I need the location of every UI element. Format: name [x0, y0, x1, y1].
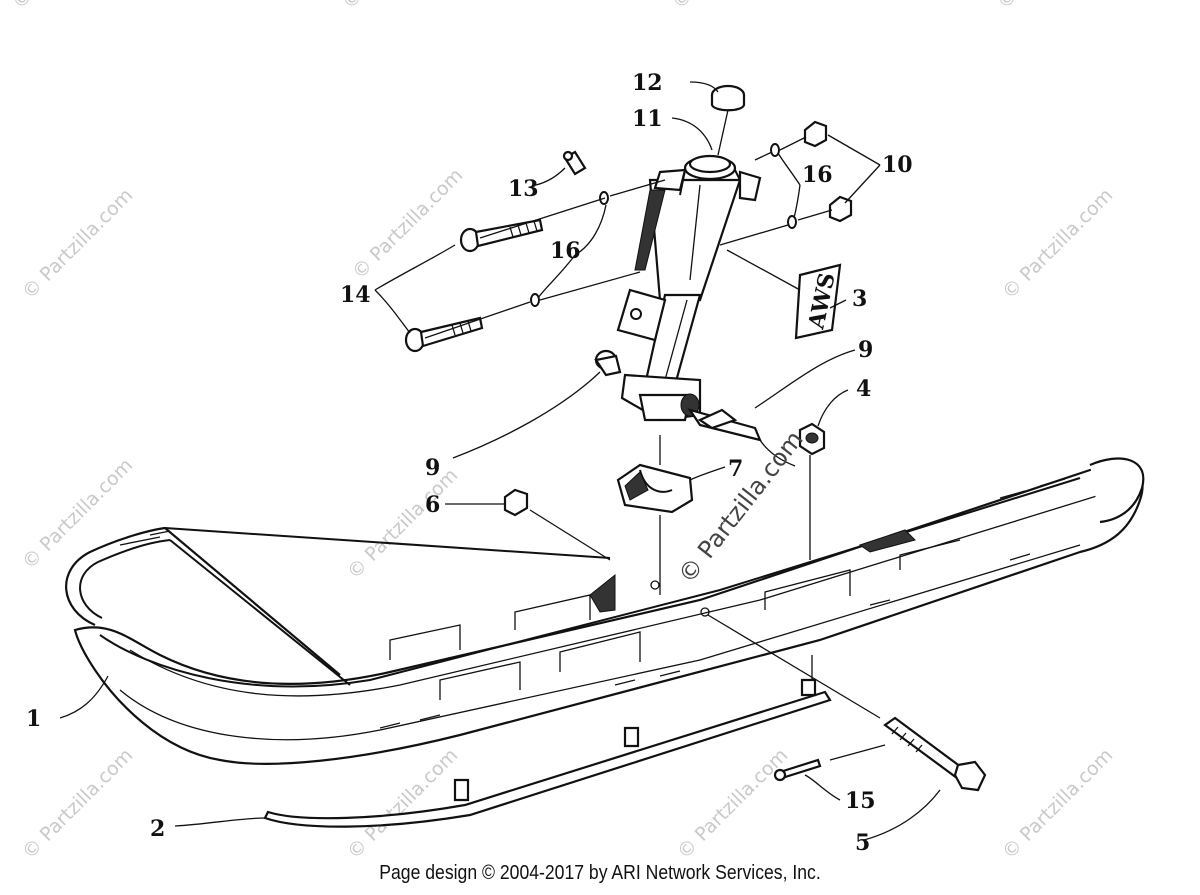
callout-3: 3 — [852, 286, 867, 312]
bushing — [594, 349, 622, 377]
watermark: © Partzilla.com — [343, 464, 462, 583]
callout-16: 16 — [802, 162, 833, 188]
cotter-pin — [773, 758, 822, 782]
callout-14: 14 — [340, 282, 371, 308]
spindle-assembly — [616, 154, 762, 422]
watermark: © Partzilla.com — [18, 744, 137, 863]
bolt — [883, 716, 987, 792]
callout-10: 10 — [882, 152, 913, 178]
watermark: © Partzilla.com — [343, 744, 462, 863]
callout-2: 2 — [150, 816, 165, 842]
callout-labels: 1 2 3 4 5 6 7 9 9 10 11 12 13 14 15 16 1… — [26, 70, 913, 856]
nut — [798, 422, 826, 456]
watermark: © Partzilla.com — [348, 164, 467, 283]
bolt — [404, 316, 484, 353]
callout-9: 9 — [425, 455, 440, 481]
callout-9: 9 — [858, 337, 873, 363]
watermark: © Partzilla.com — [673, 744, 792, 863]
leader-lines — [59, 81, 941, 841]
watermark: © Partzilla.com — [668, 0, 787, 14]
callout-16: 16 — [550, 238, 581, 264]
callout-13: 13 — [508, 176, 539, 202]
watermark: © Partzilla.com — [993, 0, 1112, 14]
ski-body — [73, 457, 1145, 765]
ski-handle — [65, 526, 611, 686]
callout-4: 4 — [856, 376, 871, 402]
center-watermark: © Partzilla.com — [673, 426, 809, 589]
nut — [503, 488, 529, 517]
callout-11: 11 — [632, 106, 663, 132]
assembly-lines — [424, 109, 886, 761]
saddle-bracket — [616, 463, 694, 514]
callout-7: 7 — [728, 456, 743, 482]
spindle-pin — [687, 408, 762, 442]
footer-copyright: Page design © 2004-2017 by ARI Network S… — [379, 862, 821, 884]
callout-12: 12 — [632, 70, 663, 96]
wear-bar — [263, 678, 832, 828]
watermark: © Partzilla.com — [8, 0, 127, 14]
grease-fitting — [562, 150, 587, 176]
callout-1: 1 — [26, 706, 41, 732]
watermark: © Partzilla.com — [338, 0, 457, 14]
watermark: © Partzilla.com — [18, 184, 137, 303]
washer — [530, 143, 797, 307]
watermark: © Partzilla.com — [998, 744, 1117, 863]
watermark: © Partzilla.com — [998, 184, 1117, 303]
callout-15: 15 — [845, 788, 876, 814]
decal: AWS — [794, 263, 842, 340]
bolt — [459, 218, 544, 253]
callout-6: 6 — [425, 492, 440, 518]
callout-5: 5 — [855, 830, 870, 856]
